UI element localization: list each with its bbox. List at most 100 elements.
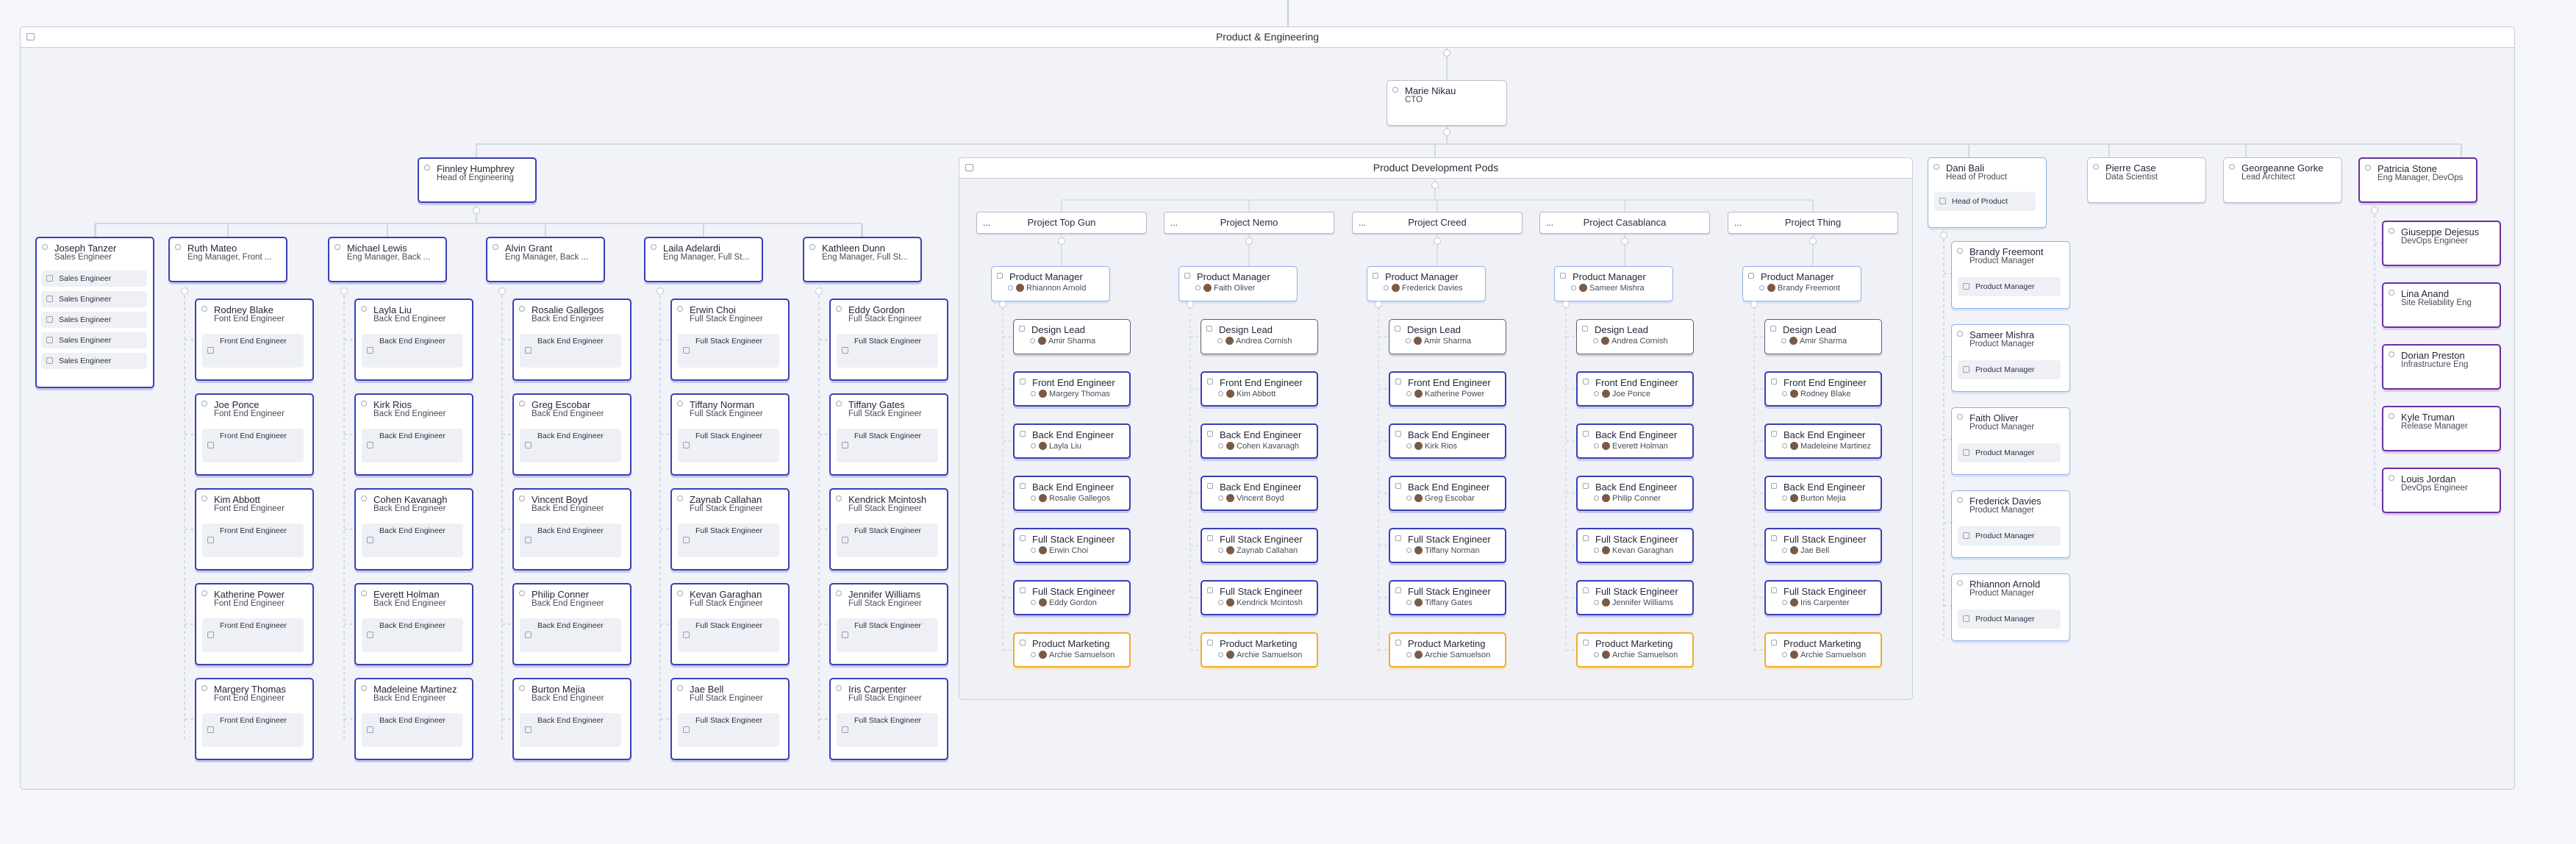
expand-toggle-icon[interactable] [2371,207,2378,214]
more-icon[interactable]: ... [1359,218,1367,228]
expand-toggle-icon[interactable] [815,287,823,295]
expand-toggle-icon[interactable] [1750,301,1758,308]
expand-toggle-icon[interactable] [1443,129,1450,136]
expand-toggle-icon[interactable] [181,287,188,295]
expand-toggle-icon[interactable] [656,287,664,295]
expand-toggle-icon[interactable] [473,207,480,214]
expand-toggle-icon[interactable] [1375,301,1382,308]
expand-toggle-icon[interactable] [1809,237,1817,245]
expand-toggle-icon[interactable] [1940,232,1947,239]
pod-header[interactable]: ...Project Casablanca [1539,212,1710,234]
more-icon[interactable]: ... [1546,218,1554,228]
more-icon[interactable]: ... [983,218,991,228]
product-engineering-group-header[interactable]: Product & Engineering [21,27,2514,48]
more-icon[interactable]: ... [1734,218,1742,228]
pod-header[interactable]: ...Project Creed [1352,212,1523,234]
more-icon[interactable]: ... [1170,218,1178,228]
expand-toggle-icon[interactable] [498,287,506,295]
pod-header[interactable]: ...Project Thing [1728,212,1898,234]
product-development-pods-group-header[interactable]: Product Development Pods [959,158,1912,179]
expand-toggle-icon[interactable] [1621,237,1628,245]
expand-toggle-icon[interactable] [1443,49,1450,57]
expand-toggle-icon[interactable] [1058,237,1065,245]
expand-toggle-icon[interactable] [999,301,1006,308]
expand-toggle-icon[interactable] [1562,301,1570,308]
expand-toggle-icon[interactable] [1245,237,1253,245]
expand-toggle-icon[interactable] [340,287,348,295]
pod-header[interactable]: ...Project Nemo [1164,212,1334,234]
expand-toggle-icon[interactable] [1187,301,1194,308]
expand-toggle-icon[interactable] [1434,237,1441,245]
